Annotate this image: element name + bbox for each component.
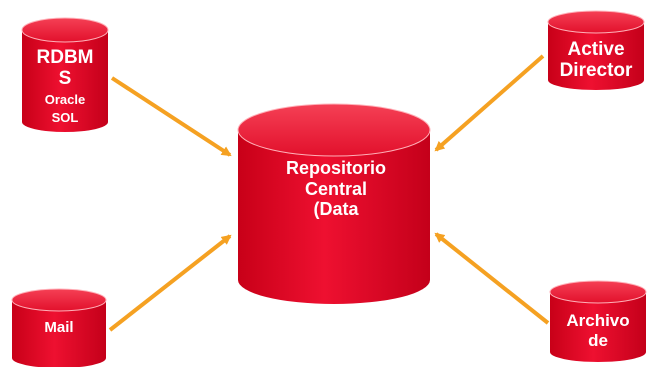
archivo-line1: Archivo <box>566 311 630 330</box>
arrow-rdbms-to-repository <box>110 76 232 157</box>
arrows <box>108 54 550 332</box>
active-directory-line1: Active <box>567 40 625 60</box>
repository-line3: (Data <box>313 199 359 220</box>
arrow-active-directory-to-repository <box>434 54 545 152</box>
cylinder-mail <box>11 288 107 367</box>
arrow-mail-to-repository <box>108 234 232 332</box>
repository-label: Repositorio Central (Data <box>240 158 432 240</box>
cylinder-active-directory <box>547 10 645 90</box>
cylinder-repository <box>237 103 431 304</box>
mail-label: Mail <box>14 320 104 344</box>
archivo-line2: de <box>588 331 608 351</box>
archivo-label: Archivo de <box>550 311 646 355</box>
rdbms-title-line1: RDBM <box>36 48 94 68</box>
mail-line1: Mail <box>44 320 74 336</box>
repository-line2: Central <box>304 178 367 199</box>
active-directory-label: Active Director <box>548 40 644 84</box>
arrow-archivo-to-repository <box>434 232 550 325</box>
active-directory-line2: Director <box>559 59 633 81</box>
rdbms-sub-line2: SQL <box>51 110 79 122</box>
cylinder-rdbms <box>21 17 109 132</box>
rdbms-title-line2: S <box>58 67 72 89</box>
rdbms-label: RDBM S Oracle SQL <box>24 48 106 122</box>
cylinder-archivo <box>549 280 647 362</box>
repository-line1: Repositorio <box>285 158 386 178</box>
rdbms-sub-line1: Oracle <box>44 91 86 107</box>
